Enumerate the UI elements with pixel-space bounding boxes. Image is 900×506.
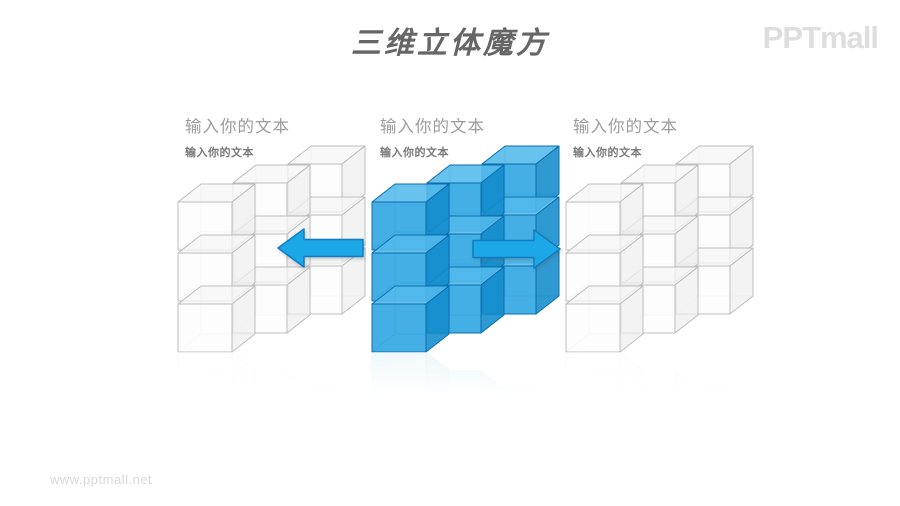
group-subheading: 输入你的文本: [380, 147, 449, 159]
group-heading: 输入你的文本: [185, 118, 290, 136]
reflection-fade: [120, 352, 800, 506]
group-label-left: 输入你的文本 输入你的文本: [185, 117, 375, 160]
group-label-middle: 输入你的文本 输入你的文本: [380, 117, 570, 160]
watermark-url: www.pptmall.net: [50, 472, 153, 487]
group-subheading: 输入你的文本: [573, 147, 642, 159]
group-heading: 输入你的文本: [573, 118, 678, 136]
group-subheading: 输入你的文本: [185, 147, 254, 159]
group-label-right: 输入你的文本 输入你的文本: [573, 117, 763, 160]
cube-group-left: [177, 145, 366, 353]
right-arrow-icon: [472, 229, 561, 269]
page-title: 三维立体魔方: [351, 27, 549, 60]
left-arrow-icon: [277, 228, 364, 268]
pptmall-logo: PPTmall: [762, 20, 879, 55]
group-heading: 输入你的文本: [380, 118, 485, 136]
cube-group-right: [565, 145, 754, 353]
